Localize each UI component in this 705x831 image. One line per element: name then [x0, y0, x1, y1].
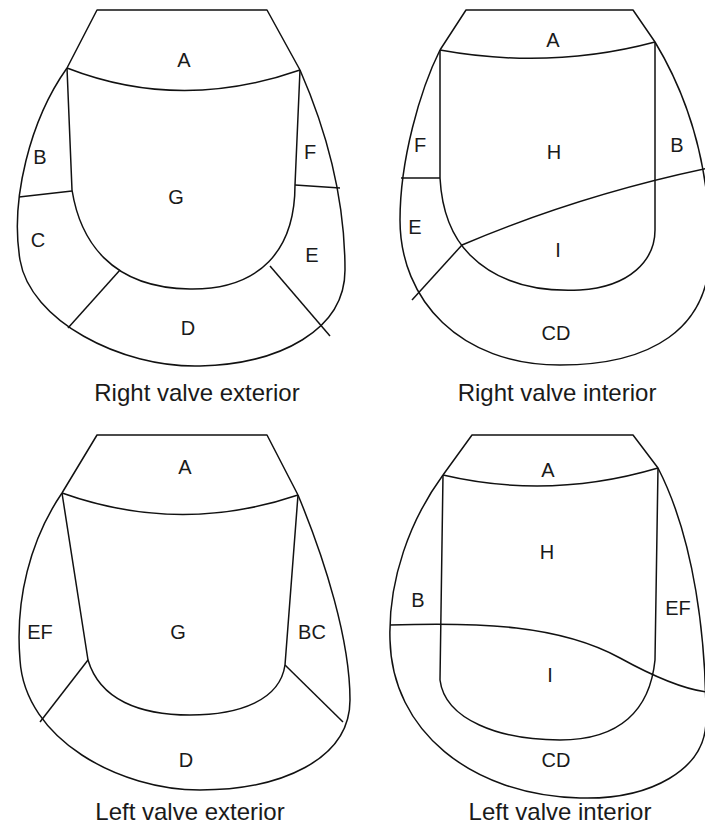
panel-caption: Left valve interior: [469, 800, 652, 824]
panel-caption: Right valve interior: [458, 381, 657, 405]
region-letter: A: [541, 460, 554, 480]
region-letter: CD: [542, 323, 571, 343]
panel-caption: Right valve exterior: [94, 381, 299, 405]
region-letter: CD: [542, 750, 571, 770]
region-letter: EF: [27, 622, 53, 642]
region-letter: E: [305, 245, 318, 265]
region-letter: G: [168, 187, 184, 207]
region-letter: E: [408, 217, 421, 237]
region-letter: D: [181, 318, 195, 338]
region-letter: F: [304, 142, 316, 162]
region-letter: A: [178, 457, 191, 477]
region-letter: B: [33, 147, 46, 167]
region-letter: EF: [665, 598, 691, 618]
region-letter: B: [411, 590, 424, 610]
region-letter: H: [547, 142, 561, 162]
region-letter: BC: [298, 622, 326, 642]
region-letter: A: [546, 30, 559, 50]
region-letter: D: [179, 750, 193, 770]
panel-caption: Left valve exterior: [95, 800, 284, 824]
region-letter: I: [547, 665, 553, 685]
region-letter: H: [540, 542, 554, 562]
region-letter: C: [31, 230, 45, 250]
region-letter: F: [414, 135, 426, 155]
region-letter: B: [670, 135, 683, 155]
region-letter: I: [555, 240, 561, 260]
region-letter: G: [170, 622, 186, 642]
region-letter: A: [177, 50, 190, 70]
